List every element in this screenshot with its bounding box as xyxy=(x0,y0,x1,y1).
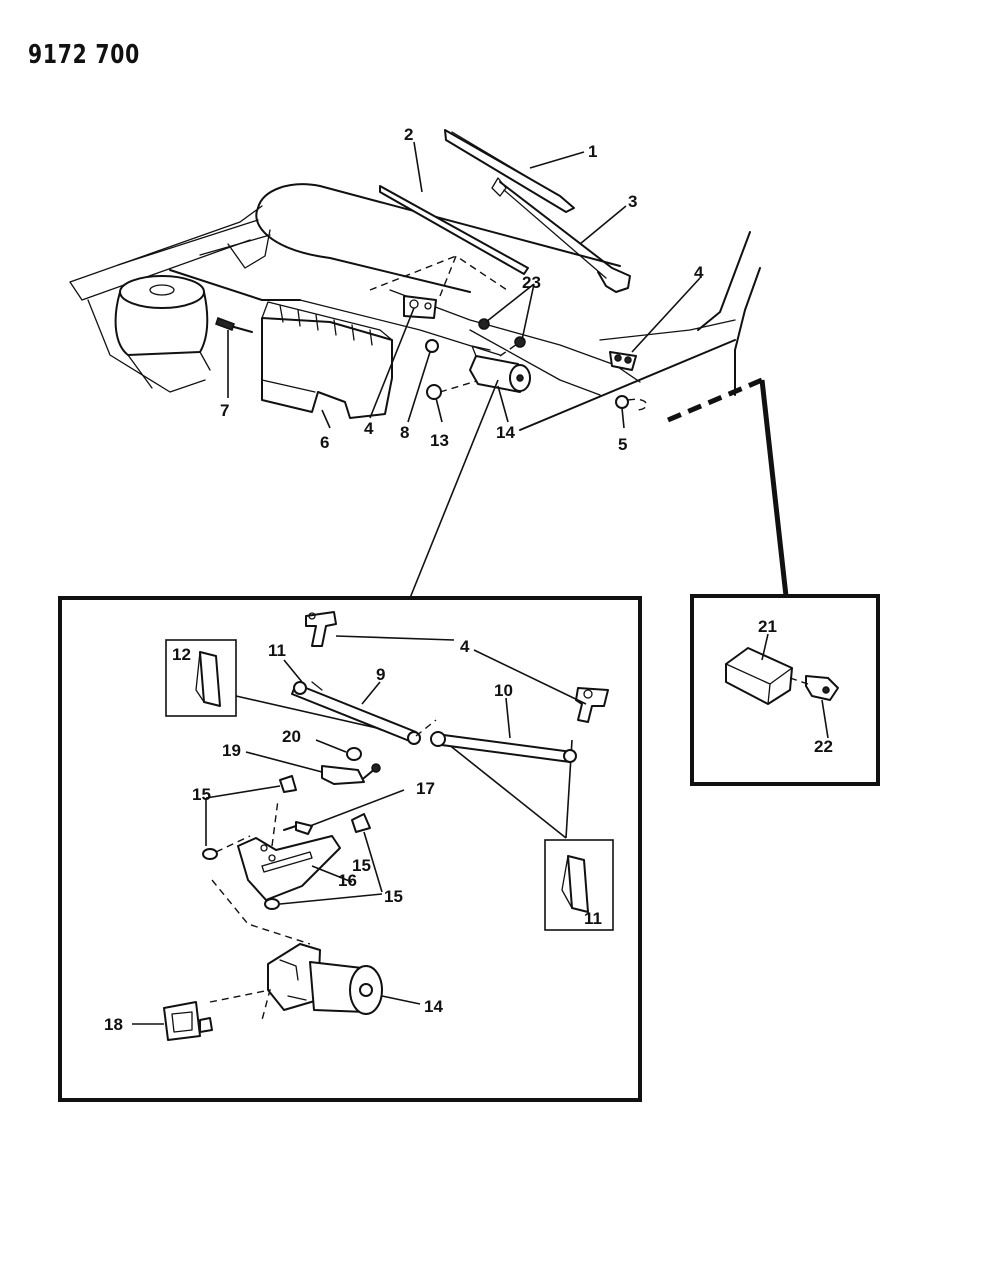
callout-12: 12 xyxy=(172,645,191,664)
nut-5 xyxy=(615,395,648,411)
wiper-motor xyxy=(267,943,383,1015)
callout-1: 1 xyxy=(588,142,597,161)
callout-21: 21 xyxy=(758,617,777,636)
callout-4-mid: 4 xyxy=(364,419,374,438)
wiper-blade xyxy=(444,129,575,213)
callout-5: 5 xyxy=(618,435,627,454)
callout-8: 8 xyxy=(400,423,409,442)
pivot-bracket-right xyxy=(609,351,637,371)
bolt-7 xyxy=(215,317,253,333)
control-module-box xyxy=(690,594,880,786)
callout-9: 9 xyxy=(376,665,385,684)
detail-callouts: 12 11 4 9 10 20 19 15 17 16 15 15 11 14 … xyxy=(104,637,602,1034)
callout-15-center: 15 xyxy=(352,856,371,875)
callout-16: 16 xyxy=(338,871,357,890)
callout-18: 18 xyxy=(104,1015,123,1034)
callout-10: 10 xyxy=(494,681,513,700)
callout-7: 7 xyxy=(220,401,229,420)
callout-13: 13 xyxy=(430,431,449,450)
callout-17: 17 xyxy=(416,779,435,798)
connector-18 xyxy=(163,1001,213,1041)
callout-4-right: 4 xyxy=(694,263,704,282)
callout-15-right: 15 xyxy=(384,887,403,906)
callout-19: 19 xyxy=(222,741,241,760)
linkage-detail xyxy=(132,611,614,1041)
callout-4-detail: 4 xyxy=(460,637,470,656)
callout-6: 6 xyxy=(320,433,329,452)
inset-12 xyxy=(165,639,237,717)
wiper-arm xyxy=(499,181,631,293)
callout-11-upper: 11 xyxy=(268,641,286,660)
callout-14-top: 14 xyxy=(496,423,515,442)
document-id: 9172 700 xyxy=(28,40,141,70)
top-leader-lines xyxy=(227,141,701,599)
callout-11-lower: 11 xyxy=(584,909,602,928)
callout-14-detail: 14 xyxy=(424,997,443,1016)
wiper-motor-installed xyxy=(469,345,531,393)
linkage-detail-box xyxy=(58,596,642,1102)
vehicle-cowl-view xyxy=(69,129,789,597)
screw-13 xyxy=(426,379,481,400)
callout-15-left: 15 xyxy=(192,785,211,804)
nut-8 xyxy=(425,339,439,353)
callout-23: 23 xyxy=(522,273,541,292)
pivot-bracket-center xyxy=(403,295,437,319)
cowl-plenum-panel xyxy=(261,301,393,419)
top-callouts: 1 2 3 4 23 7 4 8 13 14 6 5 xyxy=(220,125,704,454)
callout-22: 22 xyxy=(814,737,833,756)
callout-2: 2 xyxy=(404,125,413,144)
blade-strip xyxy=(379,185,529,275)
control-module-detail: 21 22 xyxy=(725,617,839,756)
strut-tower xyxy=(114,275,211,389)
callout-20: 20 xyxy=(282,727,301,746)
callout-3: 3 xyxy=(628,192,637,211)
mounting-plate-16 xyxy=(237,835,341,901)
